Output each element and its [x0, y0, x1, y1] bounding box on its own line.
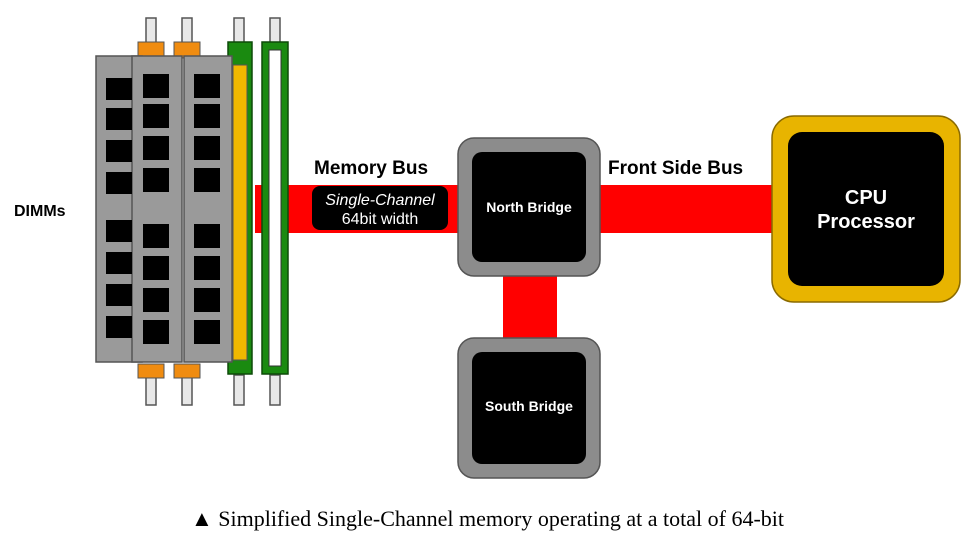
- south-bridge-label: South Bridge: [485, 398, 573, 414]
- cpu-chip: CPU Processor: [771, 115, 961, 303]
- dimm-pin: [269, 374, 281, 406]
- processor-label: Processor: [817, 211, 915, 233]
- dimms-label: DIMMs: [14, 203, 66, 220]
- dimm-pin: [181, 374, 193, 406]
- caption-marker: ▲: [190, 506, 213, 531]
- memory-bus-channel-text: Single-Channel: [325, 192, 435, 209]
- north-bridge-chip: North Bridge: [457, 137, 601, 277]
- north-south-link-bar: [503, 275, 557, 345]
- memory-bus-label: Memory Bus: [314, 158, 428, 179]
- dimm-module: [131, 55, 183, 363]
- south-bridge-chip: South Bridge: [457, 337, 601, 479]
- figure-caption: ▲ Simplified Single-Channel memory opera…: [0, 506, 975, 532]
- dimm-module: [183, 55, 233, 363]
- dimm-chips-column: [194, 74, 220, 344]
- dimm-chips-column: [143, 74, 169, 344]
- dimm-pin: [145, 374, 157, 406]
- dimm-slot-empty: [268, 49, 282, 367]
- dimm-group: [95, 17, 289, 406]
- caption-text: Simplified Single-Channel memory operati…: [218, 506, 785, 531]
- memory-architecture-diagram: DIMMs Memory Bus Single-Channel 64bit wi…: [14, 17, 961, 479]
- dimm-slot-clip: [137, 363, 165, 379]
- front-side-bus-label: Front Side Bus: [608, 158, 743, 179]
- front-side-bus-bar: [600, 185, 780, 233]
- dimm-chips-column: [106, 78, 132, 338]
- dimm-slot-clip: [173, 363, 201, 379]
- memory-bus-width-text: 64bit width: [342, 211, 419, 228]
- memory-bus-info-box: [312, 186, 448, 230]
- dimm-slot-yellow: [232, 64, 248, 361]
- cpu-label: CPU: [845, 187, 887, 209]
- north-bridge-label: North Bridge: [486, 199, 572, 215]
- dimm-pin: [233, 374, 245, 406]
